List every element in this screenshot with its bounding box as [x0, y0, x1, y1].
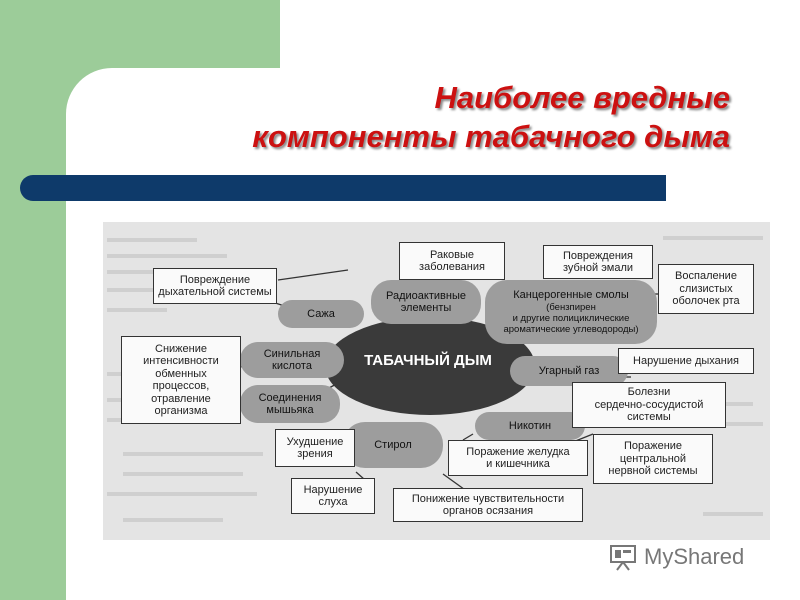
- texture-stroke: [703, 512, 763, 516]
- substance-carbon-monoxide: Угарный газ: [510, 356, 628, 386]
- texture-stroke: [123, 518, 223, 522]
- myshared-logo: MyShared: [608, 540, 744, 574]
- effect-cancer: Раковые заболевания: [399, 242, 505, 280]
- title-underline-bar: [20, 175, 666, 201]
- effect-respiratory-damage: Повреждение дыхательной системы: [153, 268, 277, 304]
- carcinogens-subtitle: (бензпирен и другие полициклические аром…: [503, 301, 639, 335]
- effect-metabolism: Снижение интенсивности обменных процессо…: [121, 336, 241, 424]
- effect-breathing-disorder: Нарушение дыхания: [618, 348, 754, 374]
- substance-arsenic-compounds: Соединения мышьяка: [240, 385, 340, 423]
- carcinogens-title: Канцерогенные смолы: [513, 289, 629, 302]
- texture-stroke: [107, 254, 227, 258]
- slide-title: Наиболее вредные компоненты табачного ды…: [150, 78, 730, 156]
- effect-gastrointestinal: Поражение желудка и кишечника: [448, 440, 588, 476]
- substance-soot: Сажа: [278, 300, 364, 328]
- texture-stroke: [663, 236, 763, 240]
- texture-stroke: [107, 270, 177, 274]
- myshared-logo-icon: [610, 545, 636, 571]
- effect-tactile-sensitivity: Понижение чувствительности органов осяза…: [393, 488, 583, 522]
- effect-vision: Ухудшение зрения: [275, 429, 355, 467]
- effect-central-nervous-system: Поражение центральной нервной системы: [593, 434, 713, 484]
- texture-stroke: [107, 492, 257, 496]
- effect-cardiovascular: Болезни сердечно-сосудистой системы: [572, 382, 726, 428]
- effect-mucosa-inflammation: Воспаление слизистых оболочек рта: [658, 264, 754, 314]
- texture-stroke: [123, 472, 243, 476]
- substance-styrene: Стирол: [343, 422, 443, 468]
- effect-hearing: Нарушение слуха: [291, 478, 375, 514]
- hub-label: ТАБАЧНЫЙ ДЫМ: [364, 352, 492, 369]
- logo-text: MyShared: [644, 544, 745, 569]
- substance-hydrocyanic-acid: Синильная кислота: [240, 342, 344, 378]
- texture-stroke: [713, 422, 763, 426]
- title-line-2: компоненты табачного дыма: [252, 119, 730, 154]
- title-line-1: Наиболее вредные: [434, 80, 730, 115]
- texture-stroke: [123, 452, 263, 456]
- tobacco-smoke-diagram: ТАБАЧНЫЙ ДЫМ Сажа Радиоактивные элементы…: [103, 222, 770, 540]
- texture-stroke: [107, 238, 197, 242]
- effect-enamel-damage: Повреждения зубной эмали: [543, 245, 653, 279]
- substance-radioactive: Радиоактивные элементы: [371, 280, 481, 324]
- substance-carcinogens: Канцерогенные смолы (бензпирен и другие …: [485, 280, 657, 344]
- substance-nicotine: Никотин: [475, 412, 585, 440]
- texture-stroke: [107, 308, 167, 312]
